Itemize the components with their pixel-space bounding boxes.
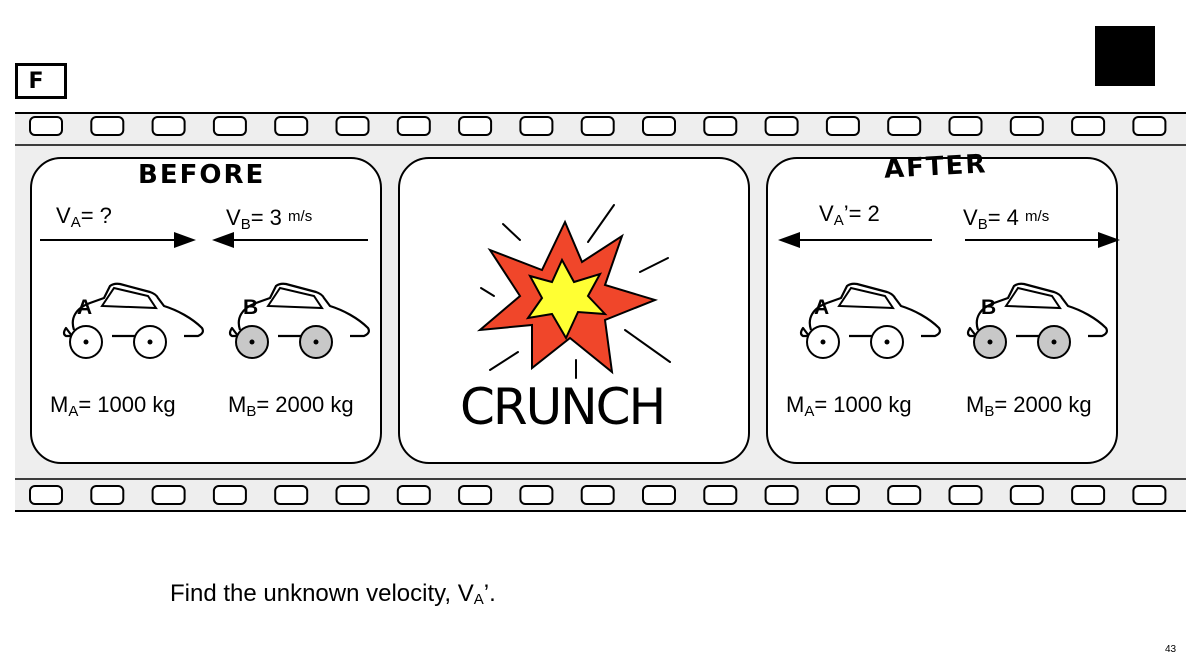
sprocket-hole — [274, 485, 309, 505]
sprocket-hole — [825, 485, 860, 505]
sprocket-hole — [396, 116, 431, 136]
sprocket-hole — [1009, 485, 1044, 505]
crunch-label: CRUNCH — [460, 378, 666, 436]
after-arrow-vb — [965, 232, 1120, 248]
sprocket-hole — [212, 485, 247, 505]
sprocket-hole — [948, 116, 983, 136]
sprocket-hole — [1071, 116, 1106, 136]
sprocket-hole — [151, 485, 186, 505]
after-panel — [766, 157, 1118, 464]
frame-label: F — [15, 63, 67, 99]
sprocket-hole — [151, 116, 186, 136]
before-title: BEFORE — [138, 160, 266, 190]
sprocket-hole — [90, 485, 125, 505]
sprocket-hole — [1071, 485, 1106, 505]
sprocket-hole — [212, 116, 247, 136]
after-mb-label: MB= 2000 kg — [966, 392, 1092, 420]
sprocket-hole — [1132, 116, 1167, 136]
before-panel — [30, 157, 382, 464]
sprocket-hole — [90, 116, 125, 136]
page-number: 43 — [1165, 644, 1177, 655]
sprocket-hole — [703, 485, 738, 505]
before-arrow-vb — [212, 232, 368, 248]
sprocket-hole — [519, 116, 554, 136]
burst-motion-lines — [480, 204, 671, 379]
sprocket-hole — [29, 485, 63, 505]
after-car-b-label: B — [981, 296, 997, 319]
before-car-a-label: A — [77, 296, 93, 319]
sprocket-hole — [29, 116, 63, 136]
question-text: Find the unknown velocity, VA’. — [170, 580, 496, 608]
after-ma-label: MA= 1000 kg — [786, 392, 912, 420]
sprocket-hole — [519, 485, 554, 505]
before-car-a — [62, 282, 204, 359]
before-va-label: VA= ? — [56, 203, 112, 231]
before-car-b — [228, 282, 370, 359]
before-vb-label: VB= 3 m/s — [226, 205, 313, 233]
after-car-b — [966, 282, 1109, 359]
sprocket-hole — [335, 485, 370, 505]
after-va-label: VA’= 2 — [819, 201, 880, 229]
after-car-a — [799, 282, 942, 359]
after-arrow-va — [778, 232, 932, 248]
sprocket-hole — [335, 116, 370, 136]
after-title: AFTER — [883, 149, 989, 185]
before-ma-label: MA= 1000 kg — [50, 392, 176, 420]
sprocket-hole — [764, 485, 799, 505]
sprocket-hole — [642, 116, 676, 136]
sprocket-hole — [1132, 485, 1167, 505]
corner-square — [1095, 26, 1155, 86]
collision-burst — [476, 219, 659, 375]
before-mb-label: MB= 2000 kg — [228, 392, 354, 420]
sprocket-hole — [764, 116, 799, 136]
sprocket-hole — [887, 116, 922, 136]
sprocket-hole — [580, 485, 615, 505]
sprocket-hole — [825, 116, 860, 136]
sprocket-hole — [274, 116, 309, 136]
sprocket-holes-top — [29, 116, 1167, 136]
sprocket-hole — [642, 485, 676, 505]
sprocket-hole — [1009, 116, 1044, 136]
burst-inner — [525, 257, 608, 341]
sprocket-hole — [396, 485, 431, 505]
sprocket-hole — [703, 116, 738, 136]
sprocket-hole — [458, 485, 493, 505]
sprocket-hole — [948, 485, 983, 505]
sprocket-holes-bottom — [29, 485, 1167, 505]
before-car-b-label: B — [243, 296, 259, 319]
sprocket-hole — [580, 116, 615, 136]
before-arrow-va — [40, 232, 196, 248]
after-car-a-label: A — [814, 296, 830, 319]
after-vb-label: VB= 4 m/s — [963, 205, 1050, 233]
sprocket-hole — [458, 116, 493, 136]
sprocket-hole — [887, 485, 922, 505]
